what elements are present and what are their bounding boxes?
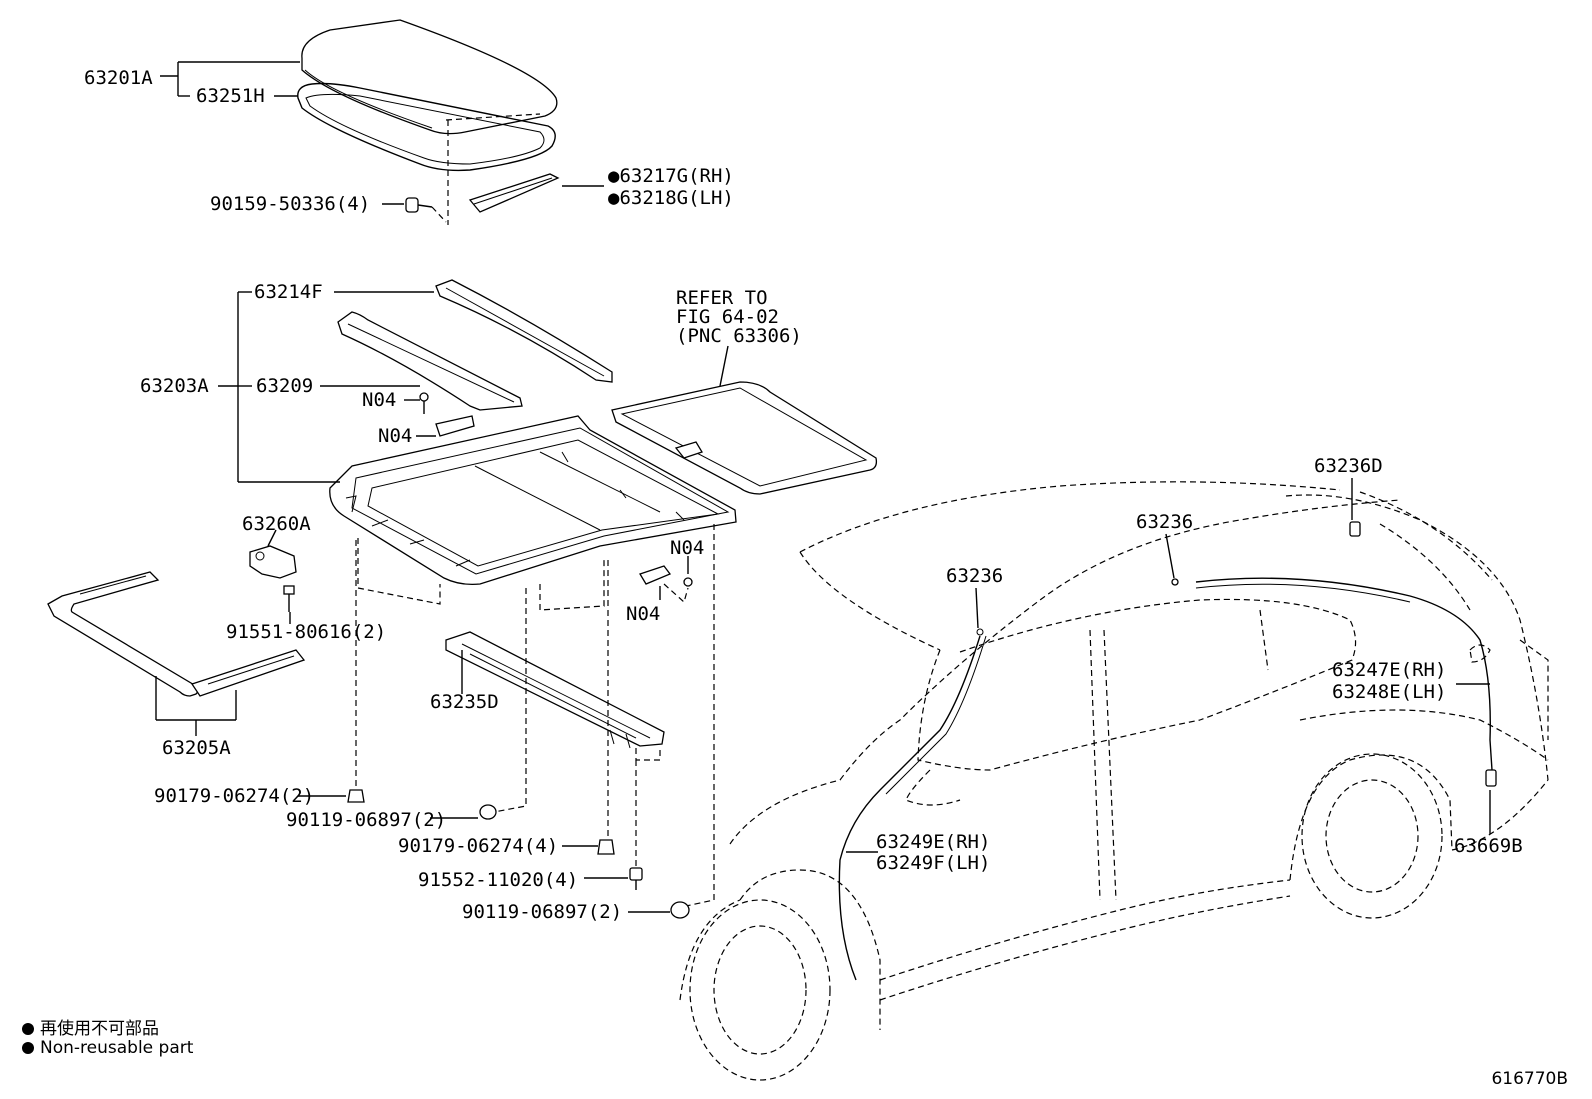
screw-91551-80616[interactable]	[283, 585, 295, 612]
label-91552-11020: 91552-11020(4)	[418, 869, 578, 891]
label-90179-06274-a: 90179-06274(2)	[154, 785, 314, 807]
label-n04-a: N04	[362, 389, 396, 411]
label-63669B: 63669B	[1454, 835, 1523, 857]
label-refer-line1: REFER TO	[676, 287, 768, 309]
bolt-91552-11020[interactable]	[629, 867, 643, 890]
weatherstrip-63251H[interactable]	[297, 82, 556, 172]
legend-japanese-text: 再使用不可部品	[40, 1019, 159, 1039]
legend-japanese: 再使用不可部品	[22, 1014, 159, 1039]
rail-63214F[interactable]	[435, 279, 613, 383]
drain-hose-rear[interactable]	[1195, 577, 1497, 787]
clip-n04-bracket[interactable]	[435, 415, 475, 437]
label-63251H: 63251H	[196, 85, 265, 107]
clip-90119-06897-a[interactable]	[479, 804, 497, 820]
label-63248E: 63248E(LH)	[1332, 681, 1446, 703]
clip-90119-06897-b[interactable]	[670, 901, 690, 919]
sunroof-housing-63203A[interactable]	[329, 415, 737, 586]
label-90179-06274-b: 90179-06274(4)	[398, 835, 558, 857]
label-refer-line2: FIG 64-02	[676, 306, 779, 328]
bracket-n04-lower[interactable]	[639, 565, 693, 587]
diagram-id: 616770B	[1491, 1069, 1568, 1089]
label-63249E: 63249E(RH)	[876, 831, 990, 853]
label-63218G: ●63218G(LH)	[608, 187, 734, 209]
label-63209: 63209	[256, 375, 313, 397]
clip-63236[interactable]	[1171, 578, 1179, 586]
legend-english: Non-reusable part	[22, 1038, 193, 1058]
label-90159-50336: 90159-50336(4)	[210, 193, 370, 215]
label-63236D: 63236D	[1314, 455, 1383, 477]
drain-frame-63205A[interactable]	[47, 571, 306, 697]
label-63203A: 63203A	[140, 375, 209, 397]
vehicle-outline	[679, 481, 1549, 1081]
label-63214F: 63214F	[254, 281, 323, 303]
label-63247E: 63247E(RH)	[1332, 659, 1446, 681]
rail-63209[interactable]	[337, 311, 523, 411]
label-91551-80616: 91551-80616(2)	[226, 621, 386, 643]
legend-english-text: Non-reusable part	[40, 1038, 194, 1058]
bullet-icon	[22, 1042, 34, 1054]
clip-n04-upper[interactable]	[419, 392, 429, 414]
label-63217G: ●63217G(RH)	[608, 165, 734, 187]
bolt-90159-50336[interactable]	[405, 197, 433, 213]
label-90119-06897-a: 90119-06897(2)	[286, 809, 446, 831]
label-63236-front: 63236	[946, 565, 1003, 587]
reinforcement-63235D[interactable]	[445, 631, 665, 749]
bullet-icon	[22, 1023, 34, 1035]
label-63236-rear: 63236	[1136, 511, 1193, 533]
clip-63236D[interactable]	[1349, 521, 1361, 537]
label-63235D: 63235D	[430, 691, 499, 713]
label-63249F: 63249F(LH)	[876, 852, 990, 874]
label-n04-d: N04	[626, 603, 660, 625]
label-63205A: 63205A	[162, 737, 231, 759]
deflector-63217G-63218G[interactable]	[468, 173, 560, 213]
label-n04-c: N04	[670, 537, 704, 559]
label-refer-line3: (PNC 63306)	[676, 325, 802, 347]
sunroof-glass-63201A[interactable]	[301, 19, 558, 135]
nut-90179-06274-b[interactable]	[597, 839, 615, 855]
label-90119-06897-b: 90119-06897(2)	[462, 901, 622, 923]
label-n04-b: N04	[378, 425, 412, 447]
label-63260A: 63260A	[242, 513, 311, 535]
sunroof-motor-63260A[interactable]	[249, 545, 297, 579]
label-63201A: 63201A	[84, 67, 153, 89]
sunshade-panel[interactable]	[611, 381, 878, 495]
drain-hose-front[interactable]	[838, 628, 987, 981]
nut-90179-06274-a[interactable]	[347, 789, 365, 803]
